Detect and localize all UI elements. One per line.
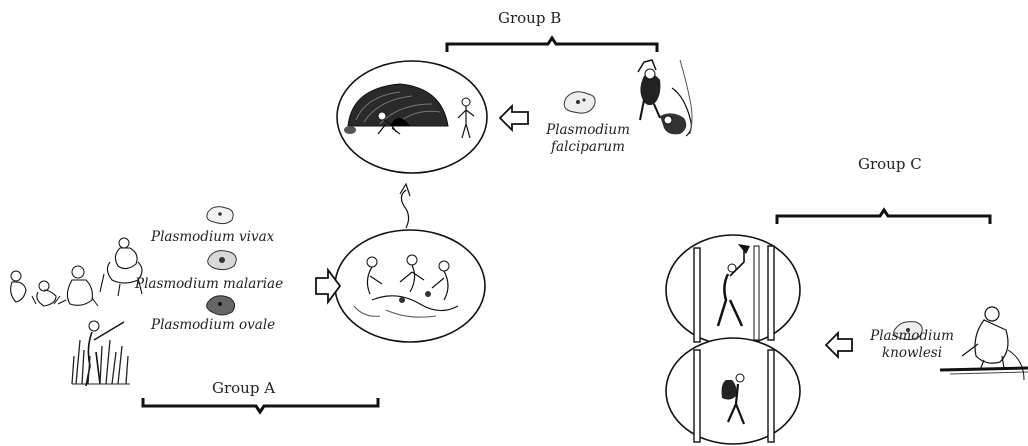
macaque-icon (939, 306, 1028, 381)
arrow-knowlesi-to-humans (824, 330, 853, 360)
vivax-label: Plasmodium vivax (151, 229, 275, 245)
hut-scene (336, 60, 488, 174)
knowlesi-label-line1: Plasmodium (870, 328, 954, 344)
falciparum-label-line1: Plasmodium (546, 122, 630, 138)
malariae-parasite-icon (207, 250, 237, 271)
vivax-parasite-icon (206, 206, 234, 225)
ovale-parasite-icon (206, 295, 236, 316)
hunters-butchering-scene (334, 229, 486, 343)
group-a-bracket (141, 398, 380, 415)
hiker-scene (665, 337, 801, 445)
malariae-label: Plasmodium malariae (135, 276, 284, 292)
chimpanzees-icon (637, 59, 693, 137)
falciparum-parasite-icon (563, 91, 596, 114)
arrow-group-a-to-hunters (315, 267, 342, 305)
group-a-label: Group A (212, 379, 276, 397)
group-c-bracket (775, 207, 992, 224)
arrow-falciparum-to-hut (498, 103, 529, 133)
arrow-a-to-hut (400, 189, 410, 229)
group-b-bracket (445, 35, 659, 52)
group-c-label: Group C (858, 155, 922, 173)
falciparum-label-line2: falciparum (551, 139, 625, 155)
knowlesi-label-line2: knowlesi (881, 345, 943, 361)
hunter-in-grass-icon (71, 320, 130, 387)
monkeys-icon (10, 237, 143, 307)
logging-scene (665, 234, 801, 346)
knowlesi-parasite-icon (893, 321, 923, 341)
ovale-label: Plasmodium ovale (151, 317, 276, 333)
group-b-label: Group B (498, 9, 562, 27)
